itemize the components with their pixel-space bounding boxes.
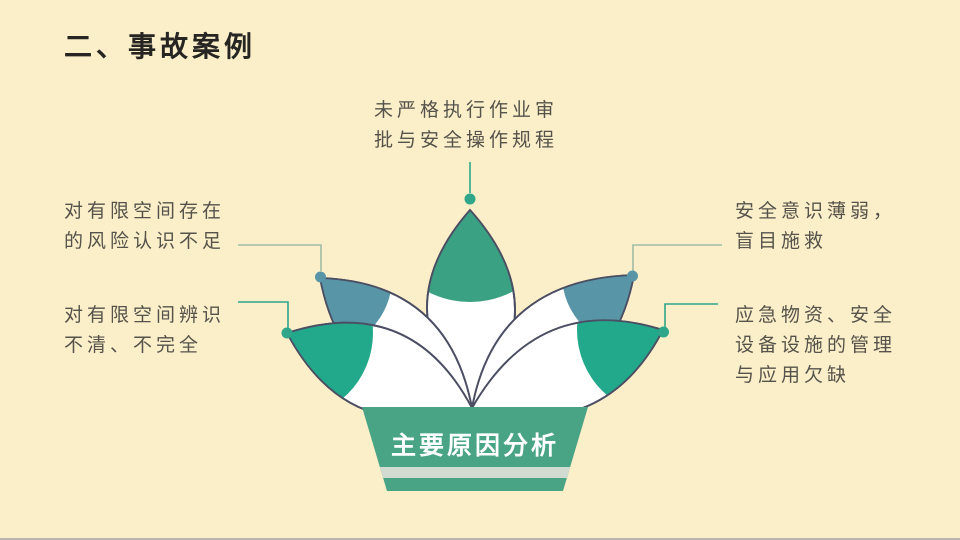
- petal-middle-left: [319, 277, 473, 409]
- cause-label-top-line1: 未严格执行作业审: [374, 100, 559, 121]
- cause-label-upper-right-line1: 安全意识薄弱，: [735, 201, 897, 222]
- connector-lower-left: [238, 301, 293, 339]
- connector-upper-right: [627, 244, 722, 282]
- base-center-label: 主要原因分析: [390, 432, 560, 460]
- cause-label-upper-left: 对有限空间存在 的风险认识不足: [64, 197, 225, 257]
- cause-label-lower-right-line3: 与应用欠缺: [735, 365, 851, 386]
- cause-label-upper-left-line1: 对有限空间存在: [64, 201, 226, 222]
- cause-label-upper-right: 安全意识薄弱， 盲目施救: [735, 197, 896, 257]
- cause-label-lower-right: 应急物资、安全 设备设施的管理 与应用欠缺: [735, 301, 896, 391]
- connector-top: [464, 162, 476, 205]
- base-trapezoid: [362, 407, 588, 491]
- cause-label-top: 未严格执行作业审 批与安全操作规程: [374, 96, 558, 156]
- cause-label-lower-left-line2: 不清、不完全: [64, 335, 203, 356]
- cause-label-lower-left-line1: 对有限空间辨识: [64, 305, 226, 326]
- cause-label-top-line2: 批与安全操作规程: [374, 130, 559, 151]
- petal-outer-right: [471, 319, 664, 418]
- slide-title: 二、事故案例: [64, 31, 257, 62]
- cause-label-upper-right-line2: 盲目施救: [735, 231, 828, 252]
- cause-label-lower-right-line2: 设备设施的管理: [735, 335, 897, 356]
- connector-upper-left: [238, 244, 326, 283]
- cause-label-lower-left: 对有限空间辨识 不清、不完全: [64, 301, 225, 361]
- cause-label-lower-right-line1: 应急物资、安全: [735, 305, 897, 326]
- slide-bottom-edge: [0, 538, 960, 540]
- cause-label-upper-left-line2: 的风险认识不足: [64, 231, 226, 252]
- petal-outer-left: [286, 321, 473, 420]
- connector-lower-right: [658, 303, 718, 338]
- petal-middle-right: [471, 274, 635, 409]
